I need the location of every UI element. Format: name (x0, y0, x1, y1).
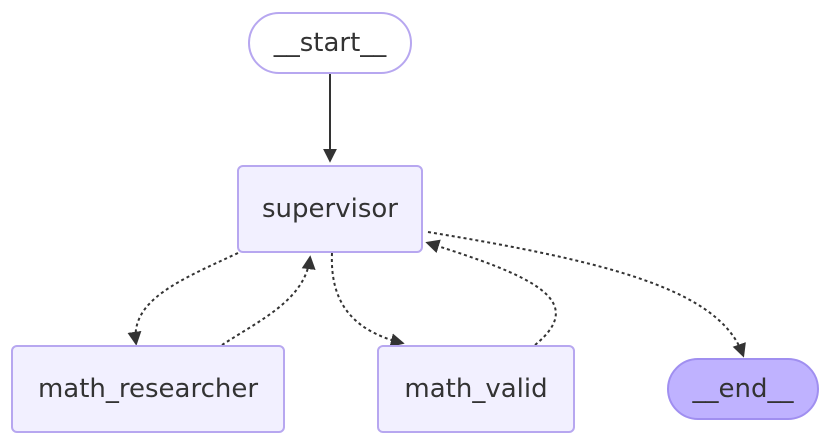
edge-supervisor-to-end (427, 231, 746, 358)
start-node[interactable]: __start__ (248, 12, 412, 74)
edge-math-researcher-to-supervisor (221, 255, 316, 346)
supervisor-node[interactable]: supervisor (237, 165, 423, 253)
edge-supervisor-to-math-researcher (127, 252, 239, 346)
math-valid-node-label: math_valid (404, 374, 548, 404)
math-researcher-node[interactable]: math_researcher (11, 345, 285, 433)
end-node[interactable]: __end__ (667, 358, 819, 420)
start-node-label: __start__ (273, 28, 387, 58)
math-researcher-node-label: math_researcher (37, 374, 259, 404)
edge-supervisor-to-math-valid (330, 252, 405, 348)
math-valid-node[interactable]: math_valid (377, 345, 575, 433)
supervisor-node-label: supervisor (262, 194, 398, 224)
end-node-label: __end__ (692, 374, 794, 404)
edge-math-valid-to-supervisor (425, 239, 557, 346)
